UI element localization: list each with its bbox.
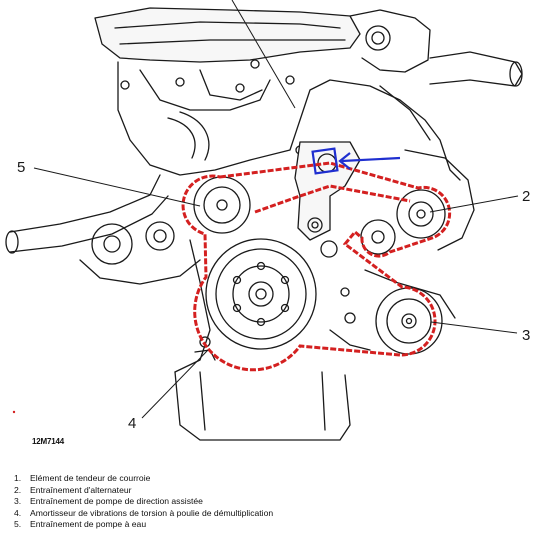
legend-number: 2. [14,484,22,495]
leader-line-3 [430,321,518,334]
leader-lines [33,0,519,419]
callout-4: 4 [128,415,136,432]
figure-reference: 12M7144 [32,437,64,446]
legend-item: 2. Entraînement d'alternateur [14,485,273,497]
legend-text: Elément de tendeur de courroie [30,473,151,483]
leader-line-4 [141,349,209,419]
engine-line-art [5,7,523,441]
legend-text: Entraînement de pompe de direction assis… [30,496,203,507]
drive-belt [181,161,452,372]
annotation-arrow [341,156,401,163]
callout-2: 2 [522,188,530,205]
legend-number: 1. [14,473,22,483]
legend-text: Entraînement d'alternateur [30,484,132,495]
stray-mark [12,410,16,414]
leader-line-1 [231,0,296,109]
callout-5: 5 [17,159,25,176]
legend-number: 5. [14,519,22,530]
callout-3: 3 [522,327,530,344]
engine-belt-diagram: 2 3 4 5 [5,0,530,441]
legend-number: 4. [14,507,22,518]
legend-item: 3. Entraînement de pompe de direction ass… [14,496,273,508]
leader-line-5 [33,167,201,207]
legend-item: 1. Elément de tendeur de courroie [14,473,273,485]
blue-annotation [311,147,401,175]
legend-text: Amortisseur de vibrations de torsion à p… [30,507,274,518]
highlight-square [311,147,339,175]
legend-item: 5. Entraînement de pompe à eau [14,519,273,531]
leader-line-2 [429,195,519,213]
legend-list: 1. Elément de tendeur de courroie 2. Entra… [14,473,273,531]
legend-text: Entraînement de pompe à eau [30,519,147,530]
legend-item: 4. Amortisseur de vibrations de torsion à… [14,508,273,520]
legend-number: 3. [14,496,22,507]
